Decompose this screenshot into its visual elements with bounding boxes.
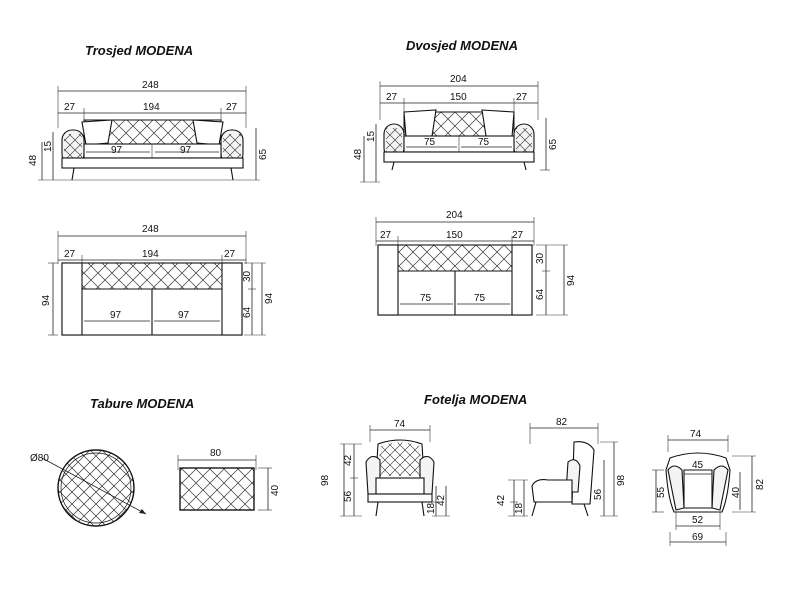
- dvosjed-top-arm-left: 27: [380, 230, 392, 241]
- tabure-side-outline: [179, 467, 255, 511]
- dvosjed-top-cushion-left: 75: [420, 293, 432, 304]
- dvosjed-front-seat-span: 150: [450, 92, 467, 103]
- trosjed-top-total-depth: 94: [41, 294, 52, 306]
- title-trosjed: Trosjed MODENA: [85, 43, 193, 58]
- trosjed-front-total-width: 248: [142, 80, 159, 91]
- tabure-width: 80: [210, 448, 222, 459]
- trosjed-front-total-height: 65: [258, 148, 269, 160]
- dvosjed-front-cushion-right: 75: [478, 137, 490, 148]
- dvosjed-top-backrest: [397, 244, 513, 272]
- trosjed-top-depth-right: 94: [264, 292, 275, 304]
- trosjed-front-cushion-right: 97: [180, 145, 192, 156]
- trosjed-top-cushion-right: 97: [178, 310, 190, 321]
- dvosjed-top-seat-span: 150: [446, 230, 463, 241]
- trosjed-front-seat-span: 194: [143, 102, 160, 113]
- fotelja-top-seat: [683, 469, 713, 509]
- fotelja-top-width: 74: [690, 429, 702, 440]
- fotelja-side-arm-height: 42: [496, 494, 507, 506]
- fotelja-top-cushion-depth: 40: [731, 486, 742, 498]
- trosjed-top-arm-right: [221, 262, 243, 336]
- dvosjed-front-view: 204 27 150 27 75 75 48 15 65: [353, 74, 559, 183]
- dvosjed-top-back-depth: 30: [535, 252, 546, 264]
- trosjed-front-seat-height: 48: [28, 154, 39, 166]
- title-dvosjed: Dvosjed MODENA: [406, 38, 518, 53]
- title-tabure: Tabure MODENA: [90, 396, 194, 411]
- fotelja-side-leg-height: 18: [514, 502, 525, 514]
- tabure-round-outline: [57, 449, 135, 527]
- trosjed-front-arm-left: 27: [64, 102, 76, 113]
- fotelja-front-arm-height: 42: [436, 494, 447, 506]
- trosjed-top-seat-depth: 64: [242, 306, 253, 318]
- dvosjed-pillow-right: [481, 109, 515, 138]
- dvosjed-base: [383, 151, 535, 163]
- trosjed-top-view: 248 27 194 27 97 97 94 30 64 94: [41, 224, 275, 336]
- trosjed-top-arm-right: 27: [224, 249, 236, 260]
- trosjed-seat: [83, 143, 222, 159]
- fotelja-front-seat: [375, 477, 425, 495]
- fotelja-side-view: 82 42 18 56 98: [496, 417, 627, 517]
- dvosjed-top-arm-left: [377, 244, 399, 316]
- dvosjed-front-seat-height: 48: [353, 148, 364, 160]
- dvosjed-top-arm-right: 27: [512, 230, 524, 241]
- trosjed-front-view: 248 27 194 27 97 97 48 15 65: [28, 80, 269, 181]
- tabure-height: 40: [270, 484, 281, 496]
- dvosjed-front-total-height: 65: [548, 138, 559, 150]
- trosjed-pillow-left: [81, 119, 113, 146]
- fotelja-side-depth: 82: [556, 417, 568, 428]
- trosjed-front-cushion-left: 97: [111, 145, 123, 156]
- dvosjed-top-total-width: 204: [446, 210, 463, 221]
- fotelja-front-width: 74: [394, 419, 406, 430]
- dvosjed-front-cushion-left: 75: [424, 137, 436, 148]
- fotelja-front-view: 74 42 56 98 18 42: [320, 419, 450, 517]
- fotelja-front-base: [367, 493, 433, 503]
- trosjed-top-arm-left: 27: [64, 249, 76, 260]
- trosjed-top-total-width: 248: [142, 224, 159, 235]
- trosjed-top-backrest: [81, 262, 223, 290]
- fotelja-top-base-width: 69: [692, 532, 704, 543]
- dvosjed-front-arm-left: 27: [386, 92, 398, 103]
- dvosjed-top-total-depth: 94: [566, 274, 577, 286]
- trosjed-top-cushion-left: 97: [110, 310, 122, 321]
- fotelja-side-seat: [531, 479, 573, 503]
- fotelja-side-seat-height: 56: [593, 488, 604, 500]
- dvosjed-top-cushion-right: 75: [474, 293, 486, 304]
- fotelja-top-seat-depth: 55: [656, 486, 667, 498]
- dvosjed-top-seat-depth: 64: [535, 288, 546, 300]
- tabure-side-view: 80 40: [177, 448, 281, 511]
- trosjed-top-seat-span: 194: [142, 249, 159, 260]
- trosjed-front-arm-right: 27: [226, 102, 238, 113]
- fotelja-top-view: 74 45 55 40 82 52 69: [652, 429, 766, 546]
- dvosjed-front-arm-right: 27: [516, 92, 528, 103]
- tabure-diameter: Ø80: [30, 453, 49, 464]
- trosjed-top-arm-left: [61, 262, 83, 336]
- fotelja-front-leg-height: 18: [426, 502, 437, 514]
- fotelja-front-back-height: 42: [343, 454, 354, 466]
- trosjed-top-back-depth: 30: [242, 270, 253, 282]
- trosjed-pillow-right: [192, 119, 224, 146]
- dvosjed-front-total-width: 204: [450, 74, 467, 85]
- dvosjed-top-view: 204 27 150 27 75 75 30 64 94: [375, 210, 577, 316]
- fotelja-top-inner-width: 45: [692, 460, 704, 471]
- fotelja-top-seat-width: 52: [692, 515, 704, 526]
- fotelja-front-seat-height: 56: [343, 490, 354, 502]
- fotelja-side-total-height: 98: [616, 474, 627, 486]
- dvosjed-pillow-left: [403, 109, 437, 138]
- fotelja-front-total-height: 98: [320, 474, 331, 486]
- trosjed-base: [61, 157, 244, 169]
- title-fotelja: Fotelja MODENA: [424, 392, 527, 407]
- dvosjed-front-leg-height: 15: [366, 130, 377, 142]
- trosjed-front-leg-height: 15: [43, 140, 54, 152]
- tabure-round-view: Ø80: [30, 449, 147, 527]
- fotelja-top-total-depth: 82: [755, 478, 766, 490]
- dvosjed-top-arm-right: [511, 244, 533, 316]
